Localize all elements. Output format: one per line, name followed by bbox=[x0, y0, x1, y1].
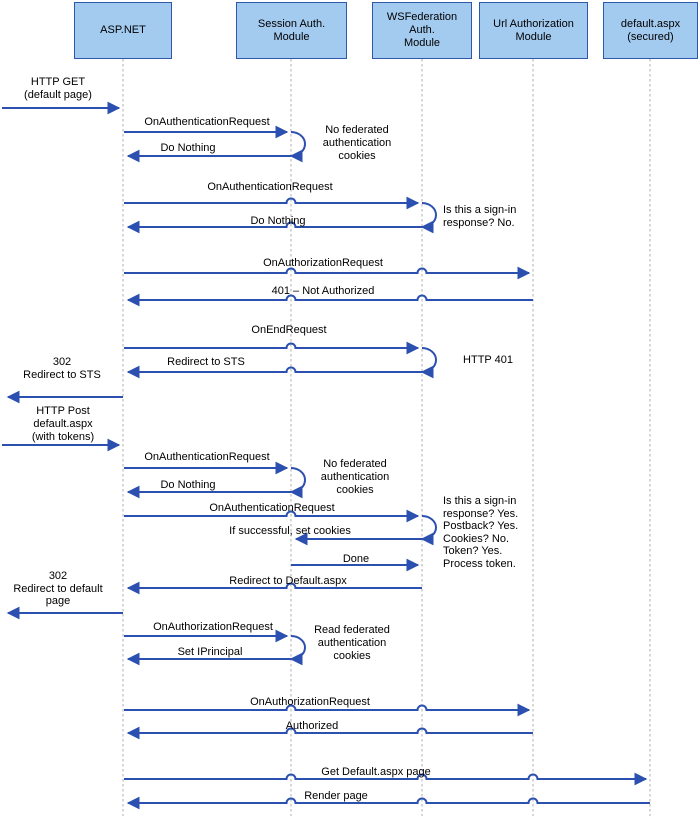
arrow-401-not-authorized bbox=[126, 293, 533, 307]
label-redirect-to-sts: Redirect to STS bbox=[167, 356, 245, 368]
label-onauthenticationrequest-2: OnAuthenticationRequest bbox=[207, 181, 333, 193]
label-if-successful-set-cookies: If successful, set cookies bbox=[229, 525, 351, 537]
arrow-onauthenticationrequest-2 bbox=[124, 196, 420, 210]
label-do-nothing-3: Do Nothing bbox=[160, 479, 216, 491]
label-do-nothing-1: Do Nothing bbox=[160, 142, 216, 154]
note-signin-response-yes: Is this a sign-in response? Yes. Postbac… bbox=[443, 495, 519, 570]
arrow-onauthenticationrequest-4 bbox=[124, 509, 420, 523]
actor-box-session-auth: Session Auth. Module bbox=[236, 2, 347, 59]
self-loop-wsfed-3 bbox=[420, 515, 437, 546]
label-http-post: HTTP Post default.aspx (with tokens) bbox=[31, 405, 95, 443]
arrow-onendrequest bbox=[124, 341, 420, 355]
arrow-get-default-page bbox=[124, 772, 648, 786]
label-http-get: HTTP GET (default page) bbox=[24, 76, 92, 101]
arrow-do-nothing-2 bbox=[126, 220, 422, 234]
self-loop-session-1 bbox=[289, 131, 306, 163]
arrow-onauthorizationrequest-1 bbox=[124, 266, 531, 280]
label-onauthorizationrequest-1: OnAuthorizationRequest bbox=[263, 257, 383, 269]
arrow-onauthorizationrequest-3 bbox=[124, 703, 531, 717]
actor-box-aspnet: ASP.NET bbox=[74, 2, 172, 59]
note-http-401: HTTP 401 bbox=[463, 354, 513, 366]
label-render-page: Render page bbox=[304, 790, 368, 802]
note-read-federated-cookies: Read federated authentication cookies bbox=[314, 624, 390, 662]
self-loop-session-2 bbox=[289, 467, 306, 499]
self-loop-wsfed-1 bbox=[420, 202, 437, 234]
self-loop-wsfed-2 bbox=[420, 347, 437, 379]
label-redirect-to-default: Redirect to Default.aspx bbox=[229, 575, 347, 587]
actor-box-default-aspx: default.aspx (secured) bbox=[603, 2, 698, 59]
label-302-redirect-to-sts: 302 Redirect to STS bbox=[23, 356, 101, 381]
arrow-render-page bbox=[126, 796, 650, 810]
arrow-redirect-to-default bbox=[126, 581, 422, 595]
label-onauthorizationrequest-3: OnAuthorizationRequest bbox=[250, 696, 370, 708]
label-set-iprincipal: Set IPrincipal bbox=[177, 646, 243, 658]
label-onendrequest: OnEndRequest bbox=[251, 324, 327, 336]
label-onauthenticationrequest-4: OnAuthenticationRequest bbox=[209, 502, 335, 514]
arrow-authorized bbox=[126, 726, 533, 740]
label-onauthorizationrequest-2: OnAuthorizationRequest bbox=[153, 621, 273, 633]
actor-box-url-authorization: Url Authorization Module bbox=[479, 2, 588, 59]
label-get-default-page: Get Default.aspx page bbox=[321, 766, 431, 778]
note-no-federated-cookies-2: No federated authentication cookies bbox=[320, 458, 390, 496]
label-onauthenticationrequest-1: OnAuthenticationRequest bbox=[144, 116, 270, 128]
note-no-federated-cookies-1: No federated authentication cookies bbox=[322, 124, 392, 162]
actor-box-wsfederation: WSFederation Auth. Module bbox=[372, 2, 472, 59]
label-do-nothing-2: Do Nothing bbox=[250, 215, 306, 227]
label-authorized: Authorized bbox=[285, 720, 339, 732]
note-signin-response-no: Is this a sign-in response? No. bbox=[443, 204, 517, 229]
arrow-redirect-to-sts bbox=[126, 365, 422, 379]
label-done: Done bbox=[342, 553, 370, 565]
label-302-redirect-default: 302 Redirect to default page bbox=[13, 570, 103, 607]
label-onauthenticationrequest-3: OnAuthenticationRequest bbox=[144, 451, 270, 463]
self-loop-session-3 bbox=[289, 635, 306, 666]
label-401-not-authorized: 401 – Not Authorized bbox=[271, 285, 375, 297]
